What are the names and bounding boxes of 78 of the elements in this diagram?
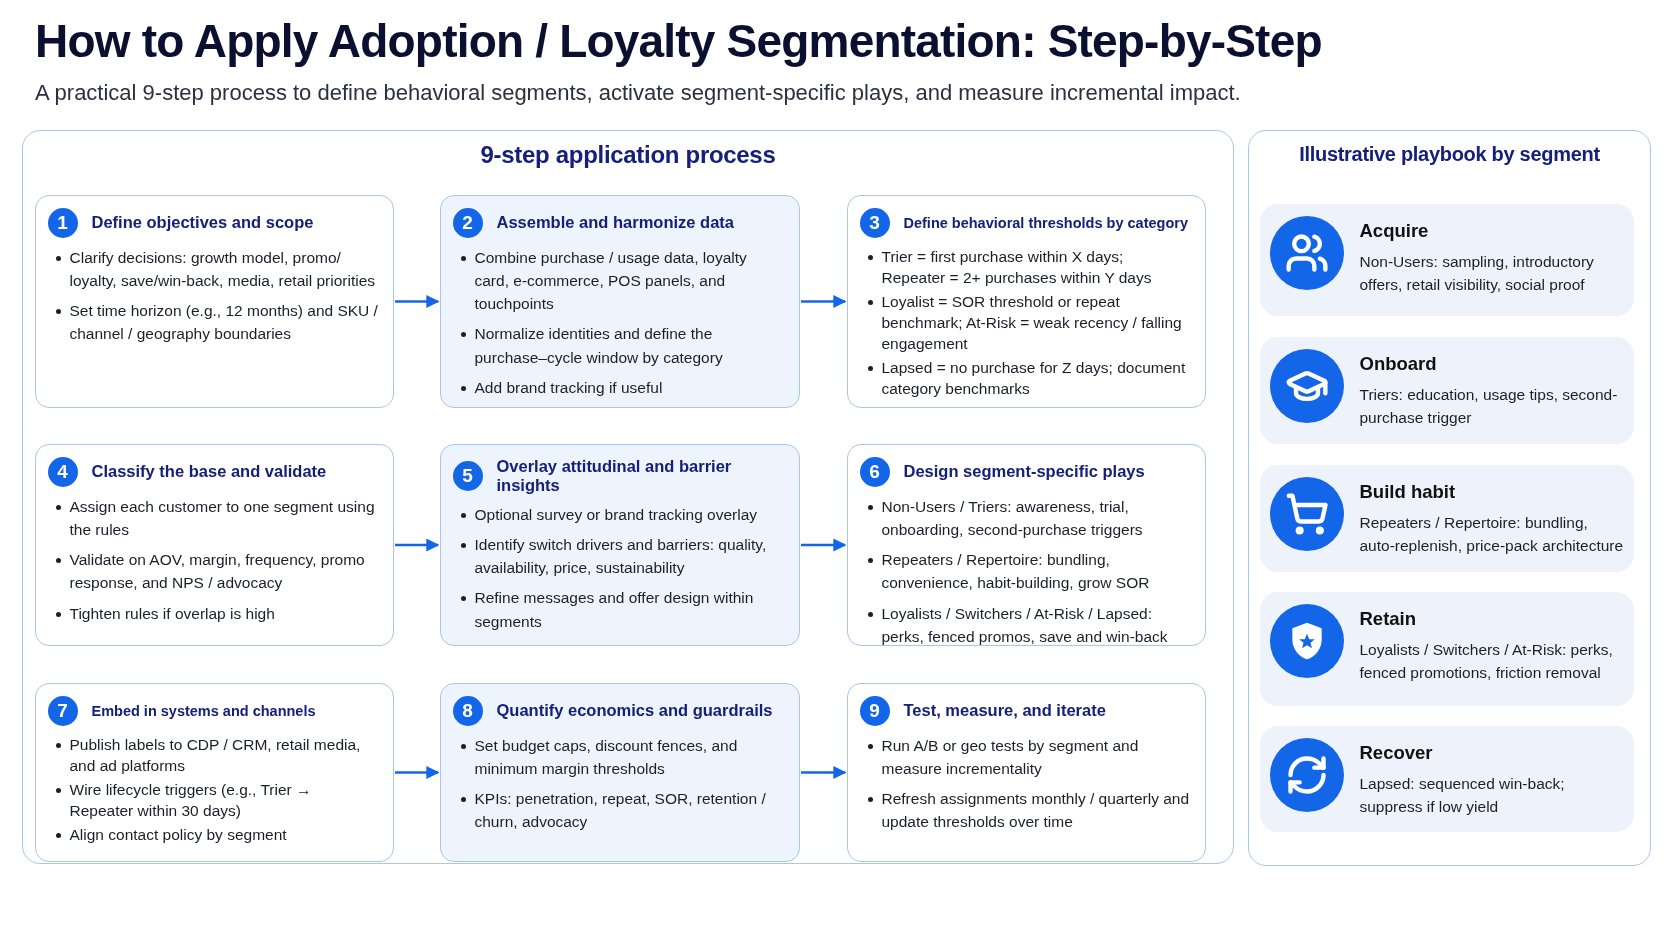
step-title: Test, measure, and iterate [903,701,1106,720]
bullet-text: Clarify decisions: growth model, promo/ loyalty, save/win-back, media, retail priorities [69,247,377,291]
bullet-text: Normalize identities and define the purchase–cycle window by category [474,324,724,368]
subtitle: A practical 9-step process to define behavioral segments, activate segment-specific plays, and measure incremental impact. [35,80,1241,106]
step-number: 3 [859,207,890,238]
step-box [439,194,800,408]
bullet-text: Identify switch drivers and barriers: quality, availability, price, sustainability [474,534,768,578]
step-number: 7 [47,695,78,726]
segment-description: Lapsed: sequenced win-back; suppress if low yield [1359,773,1566,817]
bullet-text: Wire lifecycle triggers (e.g., Trier → Repeater within 30 days) [69,779,313,821]
segment-title: Acquire [1359,219,1430,242]
panel [22,130,1234,864]
bullet-text: Publish labels to CDP / CRM, retail media, and ad platforms [69,734,362,776]
segment-title: Onboard [1359,352,1438,375]
step-box [846,443,1206,646]
step-box [34,682,394,862]
panel-heading: 9-step application process [480,141,776,168]
segment-description: Repeaters / Repertoire: bundling, auto-replenish, price-pack architecture [1359,512,1625,556]
bullet-text: Assign each customer to one segment using the rules [69,496,376,540]
bullet-text: Validate on AOV, margin, frequency, promo response, and NPS / advocacy [69,550,366,594]
arrow [395,766,440,779]
step-number: 1 [47,207,78,238]
bullet-text: Refine messages and offer design within segments [474,588,755,632]
segment-card [1259,336,1634,444]
segment-title: Build habit [1359,480,1457,503]
step-number: 2 [452,207,483,238]
step-number: 6 [859,456,890,487]
segment-description: Non-Users: sampling, introductory offers, retail visibility, social proof [1359,251,1595,295]
bullet-text: Trier = first purchase within X days; Repeater = 2+ purchases within Y days [881,246,1153,288]
arrow [801,295,847,308]
step-title: Quantify economics and guardrails [496,701,773,720]
segment-description: Loyalists / Switchers / At-Risk: perks, fenced promotions, friction removal [1359,639,1614,683]
step-title: Design segment-specific plays [903,462,1145,481]
bullet-text: Tighten rules if overlap is high [69,603,275,624]
bullet-text: Loyalists / Switchers / At-Risk / Lapsed: perks, fenced promos, save and win-back [881,603,1169,647]
bullet-text: KPIs: penetration, repeat, SOR, retention / churn, advocacy [474,789,767,833]
bullet-text: Set budget caps, discount fences, and minimum margin thresholds [474,735,739,779]
bullet-text: Add brand tracking if useful [474,377,663,398]
bullet-text: Repeaters / Repertoire: bundling, convenience, habit-building, grow SOR [881,550,1151,594]
bullet-text: Set time horizon (e.g., 12 months) and SKU / channel / geography boundaries [69,301,379,345]
step-number: 9 [859,695,890,726]
segment-title: Retain [1359,607,1418,630]
page-title: How to Apply Adoption / Loyalty Segmentation: Step-by-Step [35,14,1322,68]
segment-card [1259,203,1634,316]
step-box [439,682,800,862]
step-number: 8 [452,695,483,726]
step-title: Assemble and harmonize data [496,213,734,232]
bullet-text: Lapsed = no purchase for Z days; document category benchmarks [881,357,1187,399]
segment-title: Recover [1359,741,1434,764]
arrow [801,766,847,779]
segment-card [1259,725,1634,832]
panel-heading: Illustrative playbook by segment [1299,143,1600,165]
arrow [395,295,440,308]
arrow [395,538,440,552]
step-title: Overlay attitudinal and barrier insights [496,456,733,495]
step-box [34,194,394,408]
bullet-text: Combine purchase / usage data, loyalty card, e-commerce, POS panels, and touchpoints [474,247,748,314]
step-title: Define behavioral thresholds by category [903,214,1188,231]
step-box [34,443,394,646]
step-title: Define objectives and scope [91,213,314,232]
bullet-text: Align contact policy by segment [69,824,287,845]
bullet-text: Loyalist = SOR threshold or repeat benchmark; At-Risk = weak recency / falling engagement [881,291,1183,354]
step-number: 5 [452,460,483,491]
step-title: Classify the base and validate [91,462,327,481]
arrow [801,538,847,552]
bullet-text: Refresh assignments monthly / quarterly and update thresholds over time [881,789,1191,833]
step-box [846,682,1206,862]
step-title: Embed in systems and channels [91,702,316,719]
step-box [439,443,800,646]
bullet-text: Non-Users / Triers: awareness, trial, onboarding, second-purchase triggers [881,496,1144,540]
segment-card [1259,464,1634,572]
bullet-text: Run A/B or geo tests by segment and measure incrementality [881,735,1140,779]
segment-description: Triers: education, usage tips, second-purchase trigger [1359,384,1619,428]
segment-card [1259,591,1634,706]
bullet-text: Optional survey or brand tracking overlay [474,504,758,525]
panel [1248,130,1651,866]
step-box [846,194,1206,408]
step-number: 4 [47,456,78,487]
